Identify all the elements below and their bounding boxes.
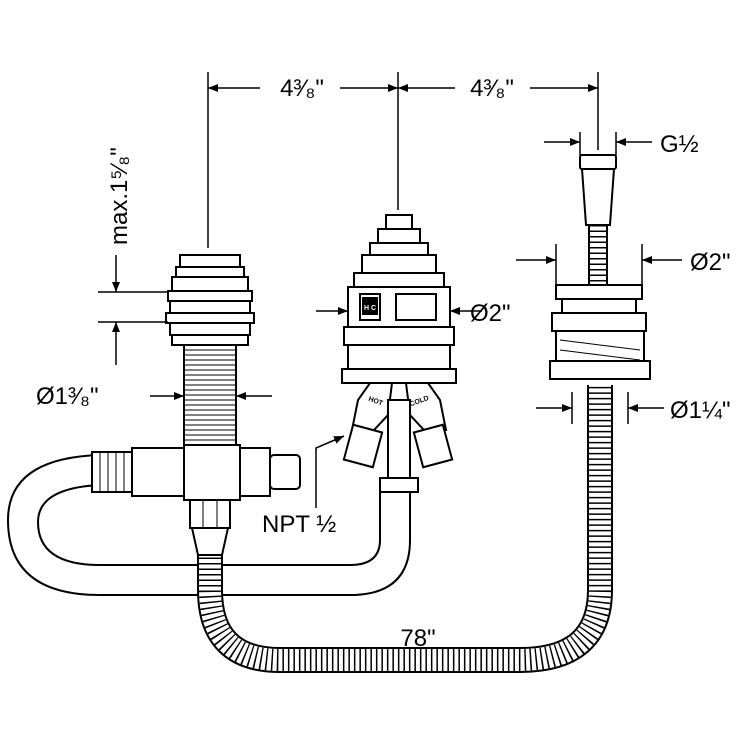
flange-diameter-label: Ø2" — [690, 249, 731, 276]
hose-length-label: 78" — [400, 625, 435, 652]
dimension-lines — [98, 72, 682, 508]
spacing-right-label: 4³⁄₈" — [470, 75, 514, 102]
spacing-left-label: 4³⁄₈" — [280, 75, 324, 102]
right-body-diameter-label: Ø1¼" — [670, 397, 731, 424]
long-corrugated-hose — [197, 385, 613, 673]
outlet-thread-label: G½ — [660, 131, 699, 158]
left-body-diameter-label: Ø1³⁄₈" — [36, 383, 98, 410]
thermostatic-cartridge — [341, 214, 457, 493]
hc-badge — [362, 297, 378, 315]
left-mixing-valve — [91, 254, 301, 556]
inlet-thread-label: NPT ½ — [262, 511, 336, 538]
max-depth-label: max.1⁵⁄₈" — [106, 147, 133, 245]
hot-label: HOT — [367, 396, 384, 408]
cartridge-diameter-label: Ø2" — [470, 300, 511, 327]
diverter-outlet-body — [549, 154, 651, 380]
hc-badge-label: H C — [364, 305, 376, 312]
left-hose-loop — [6, 454, 411, 596]
